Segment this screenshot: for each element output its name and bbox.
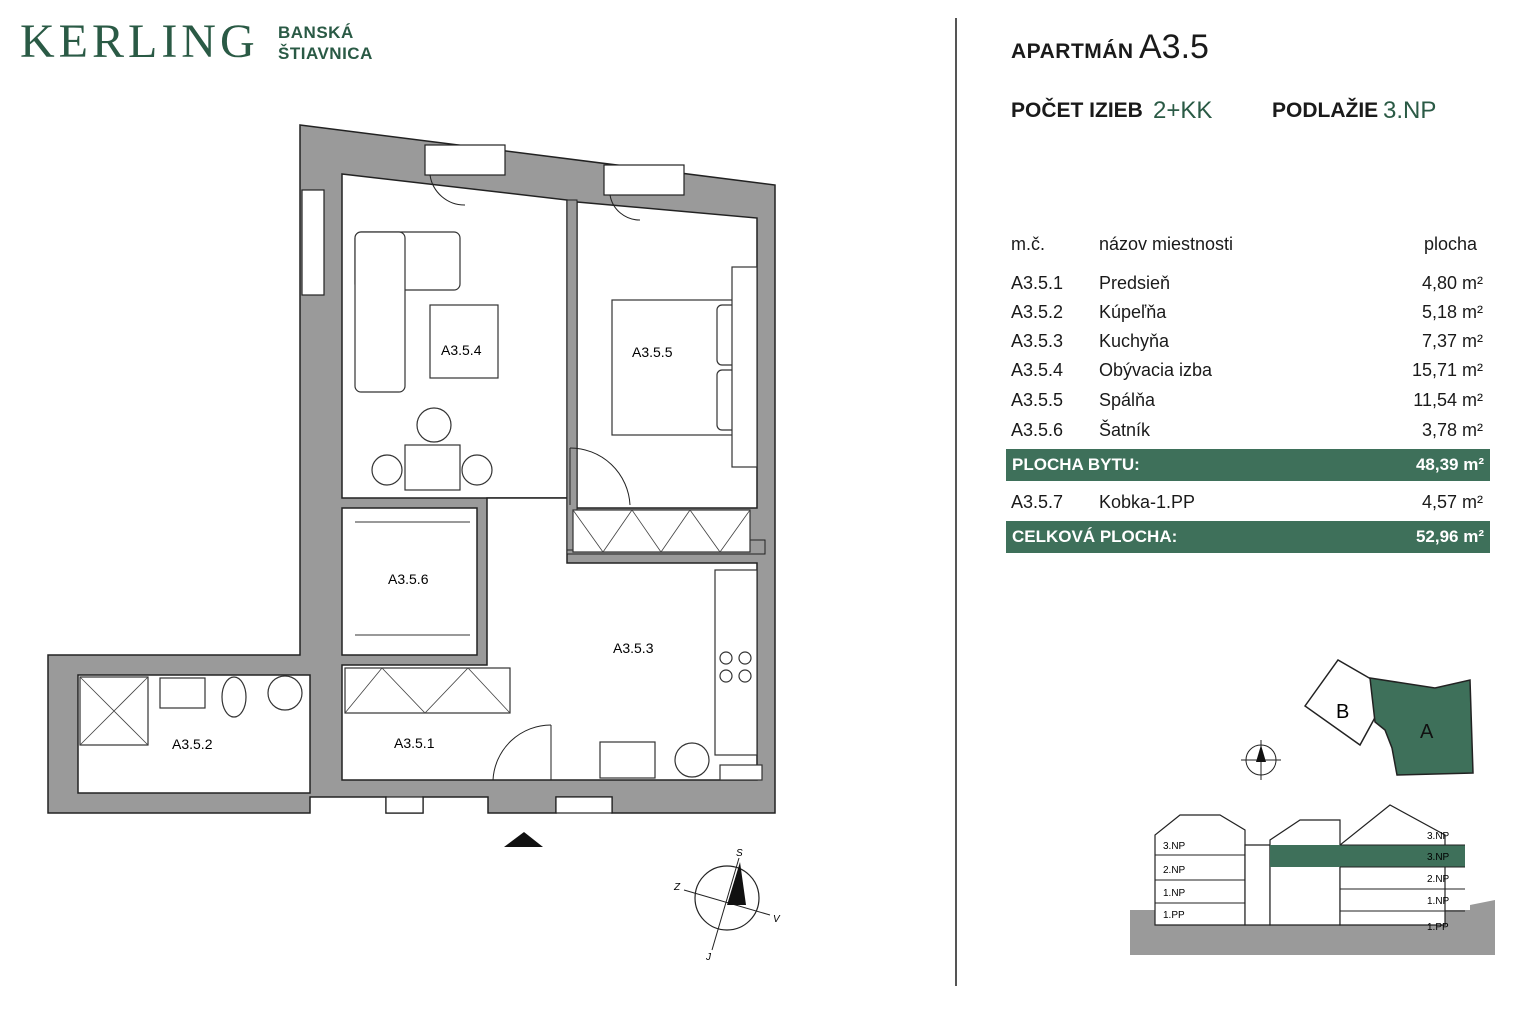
compass-north: S	[736, 848, 743, 859]
section-right-floor-3: 2.NP	[1427, 874, 1450, 885]
row-name: Kuchyňa	[1099, 331, 1170, 351]
column-divider	[955, 18, 957, 986]
window-bottom-2	[555, 796, 613, 814]
brand-location-line1: BANSKÁ	[278, 23, 354, 42]
rooms-value: 2+KK	[1153, 97, 1213, 124]
row-name: Predsieň	[1099, 273, 1171, 293]
section-right-floor-4: 1.NP	[1427, 896, 1450, 907]
room-label-a355: A3.5.5	[632, 344, 673, 360]
row-area: 7,37 m²	[1421, 331, 1483, 351]
table-header-number: m.č.	[1011, 234, 1045, 254]
row-number: A3.5.7	[1011, 492, 1064, 512]
site-block-a	[1369, 677, 1474, 776]
total-band: CELKOVÁ PLOCHA: 52,96 m²	[1006, 521, 1490, 553]
row-area: 3,78 m²	[1421, 420, 1483, 440]
entrance-marker	[504, 832, 543, 847]
brand-location: BANSKÁ ŠTIAVNICA	[278, 22, 373, 64]
section-right-floor-1: 3.NP	[1427, 831, 1450, 842]
row-name: Šatník	[1099, 420, 1151, 440]
table-header-area: plocha	[1424, 234, 1478, 254]
compass-south: J	[705, 952, 712, 963]
table-row: A3.5.2 Kúpeľňa 5,18 m²	[1011, 297, 1483, 327]
subtotal-area: 48,39 m²	[1415, 455, 1484, 474]
section-left-floor-3: 1.NP	[1163, 888, 1186, 899]
compass: S J V Z	[673, 848, 781, 963]
table-row: A3.5.1 Predsieň 4,80 m²	[1011, 268, 1483, 298]
rooms-label: POČET IZIEB	[1011, 99, 1143, 122]
row-name: Kobka-1.PP	[1099, 492, 1196, 512]
row-number: A3.5.3	[1011, 331, 1064, 351]
wardrobe-space	[341, 507, 478, 656]
floor-value: 3.NP	[1383, 97, 1437, 124]
site-label-a: A	[1420, 721, 1434, 743]
section-right-floor-5: 1.PP	[1427, 922, 1449, 933]
window-living-left	[301, 189, 325, 296]
row-number: A3.5.2	[1011, 302, 1064, 322]
row-area: 15,71 m²	[1411, 360, 1483, 380]
room-label-a351: A3.5.1	[394, 735, 435, 751]
table-row: A3.5.5 Spálňa 11,54 m²	[1011, 385, 1483, 415]
building-section: 3.NP 2.NP 1.NP 1.PP 3.NP 3.NP 2.NP 1.NP …	[1130, 804, 1495, 955]
window-bottom-1	[385, 796, 424, 814]
row-area: 4,57 m²	[1421, 492, 1483, 512]
room-label-a354: A3.5.4	[441, 342, 482, 358]
floor-plan: A3.5.4 A3.5.5 A3.5.6 A3.5.3 A3.5.1 A3.5.…	[47, 124, 781, 963]
brand-logo: KERLING	[20, 15, 259, 68]
room-label-a356: A3.5.6	[388, 571, 429, 587]
table-row: A3.5.6 Šatník 3,78 m²	[1011, 415, 1483, 445]
section-right-floor-2: 3.NP	[1427, 852, 1450, 863]
table-row: A3.5.7 Kobka-1.PP 4,57 m²	[1011, 487, 1483, 517]
row-number: A3.5.6	[1011, 420, 1064, 440]
floor-label: PODLAŽIE	[1272, 99, 1379, 122]
room-label-a352: A3.5.2	[172, 736, 213, 752]
subtotal-label: PLOCHA BYTU:	[1012, 455, 1140, 474]
row-name: Obývacia izba	[1099, 360, 1213, 380]
row-name: Spálňa	[1099, 390, 1156, 410]
compass-east: V	[773, 914, 781, 925]
row-area: 5,18 m²	[1421, 302, 1483, 322]
site-plan: B A	[1241, 659, 1474, 780]
table-header-name: názov miestnosti	[1099, 234, 1234, 254]
row-number: A3.5.4	[1011, 360, 1064, 380]
row-number: A3.5.5	[1011, 390, 1064, 410]
room-label-a353: A3.5.3	[613, 640, 654, 656]
apartment-label: APARTMÁN	[1011, 40, 1134, 63]
table-row: A3.5.3 Kuchyňa 7,37 m²	[1011, 326, 1483, 356]
site-compass	[1241, 740, 1281, 780]
row-name: Kúpeľňa	[1099, 302, 1167, 322]
row-area: 4,80 m²	[1421, 273, 1483, 293]
window-living-top	[424, 144, 506, 176]
window-bedroom-top	[603, 164, 685, 196]
row-number: A3.5.1	[1011, 273, 1064, 293]
section-left-floor-2: 2.NP	[1163, 865, 1186, 876]
section-left-floor-1: 3.NP	[1163, 841, 1186, 852]
row-area: 11,54 m²	[1413, 390, 1483, 410]
brand-location-line2: ŠTIAVNICA	[278, 44, 373, 63]
apartment-value: A3.5	[1139, 28, 1209, 66]
total-label: CELKOVÁ PLOCHA:	[1012, 527, 1178, 546]
table-row: A3.5.4 Obývacia izba 15,71 m²	[1011, 355, 1483, 385]
total-area: 52,96 m²	[1415, 527, 1484, 546]
site-label-b: B	[1336, 701, 1349, 723]
compass-west: Z	[673, 882, 681, 893]
section-left-floor-4: 1.PP	[1163, 910, 1185, 921]
subtotal-band: PLOCHA BYTU: 48,39 m²	[1006, 449, 1490, 481]
